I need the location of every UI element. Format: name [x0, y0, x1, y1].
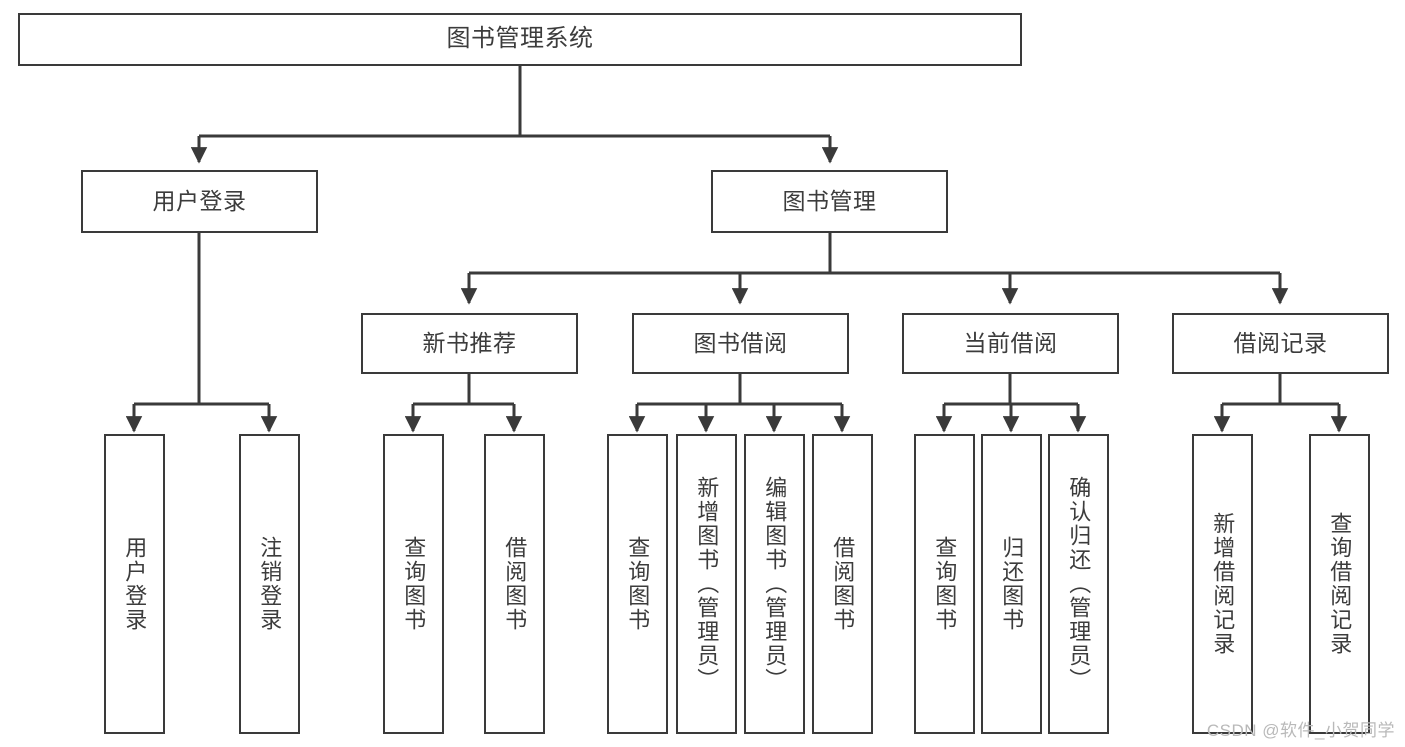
leaf-user-login[interactable]: 用户登录 — [104, 434, 165, 734]
leaf-add-book-admin[interactable]: 新增图书（管理员） — [676, 434, 737, 734]
leaf-add-borrow-record-label: 新增借阅记录 — [1210, 512, 1236, 656]
leaf-edit-book-admin-label: 编辑图书（管理员） — [762, 476, 788, 692]
node-book-management[interactable]: 图书管理 — [711, 170, 948, 233]
leaf-return-book[interactable]: 归还图书 — [981, 434, 1042, 734]
leaf-query-book-current-label: 查询图书 — [932, 536, 958, 632]
leaf-add-book-admin-label: 新增图书（管理员） — [694, 476, 720, 692]
leaf-query-borrow-record-label: 查询借阅记录 — [1327, 512, 1353, 656]
leaf-return-book-label: 归还图书 — [999, 536, 1025, 632]
leaf-query-book-current[interactable]: 查询图书 — [914, 434, 975, 734]
csdn-watermark: CSDN @软件_小贺同学 — [1206, 721, 1395, 740]
leaf-user-login-label: 用户登录 — [122, 536, 148, 632]
leaf-confirm-return-admin-label: 确认归还（管理员） — [1066, 476, 1092, 692]
leaf-borrow-book-recommend-label: 借阅图书 — [502, 536, 528, 632]
leaf-query-book-recommend[interactable]: 查询图书 — [383, 434, 444, 734]
leaf-user-logout[interactable]: 注销登录 — [239, 434, 300, 734]
node-borrow-record[interactable]: 借阅记录 — [1172, 313, 1389, 374]
leaf-borrow-book-borrow[interactable]: 借阅图书 — [812, 434, 873, 734]
leaf-confirm-return-admin[interactable]: 确认归还（管理员） — [1048, 434, 1109, 734]
node-current-borrow[interactable]: 当前借阅 — [902, 313, 1119, 374]
leaf-borrow-book-recommend[interactable]: 借阅图书 — [484, 434, 545, 734]
node-book-borrow[interactable]: 图书借阅 — [632, 313, 849, 374]
leaf-edit-book-admin[interactable]: 编辑图书（管理员） — [744, 434, 805, 734]
leaf-borrow-book-borrow-label: 借阅图书 — [830, 536, 856, 632]
leaf-query-book-borrow-label: 查询图书 — [625, 536, 651, 632]
node-user-login-label: 用户登录 — [152, 187, 247, 214]
node-book-borrow-label: 图书借阅 — [693, 329, 788, 356]
leaf-add-borrow-record[interactable]: 新增借阅记录 — [1192, 434, 1253, 734]
node-new-book-recommend[interactable]: 新书推荐 — [361, 313, 578, 374]
leaf-query-book-recommend-label: 查询图书 — [401, 536, 427, 632]
leaf-query-borrow-record[interactable]: 查询借阅记录 — [1309, 434, 1370, 734]
node-book-management-label: 图书管理 — [782, 187, 877, 214]
node-current-borrow-label: 当前借阅 — [963, 329, 1058, 356]
node-borrow-record-label: 借阅记录 — [1233, 329, 1328, 356]
node-root-system-label: 图书管理系统 — [446, 25, 594, 53]
node-new-book-recommend-label: 新书推荐 — [422, 329, 517, 356]
node-user-login[interactable]: 用户登录 — [81, 170, 318, 233]
node-root-system[interactable]: 图书管理系统 — [18, 13, 1022, 66]
leaf-query-book-borrow[interactable]: 查询图书 — [607, 434, 668, 734]
leaf-user-logout-label: 注销登录 — [257, 536, 283, 632]
